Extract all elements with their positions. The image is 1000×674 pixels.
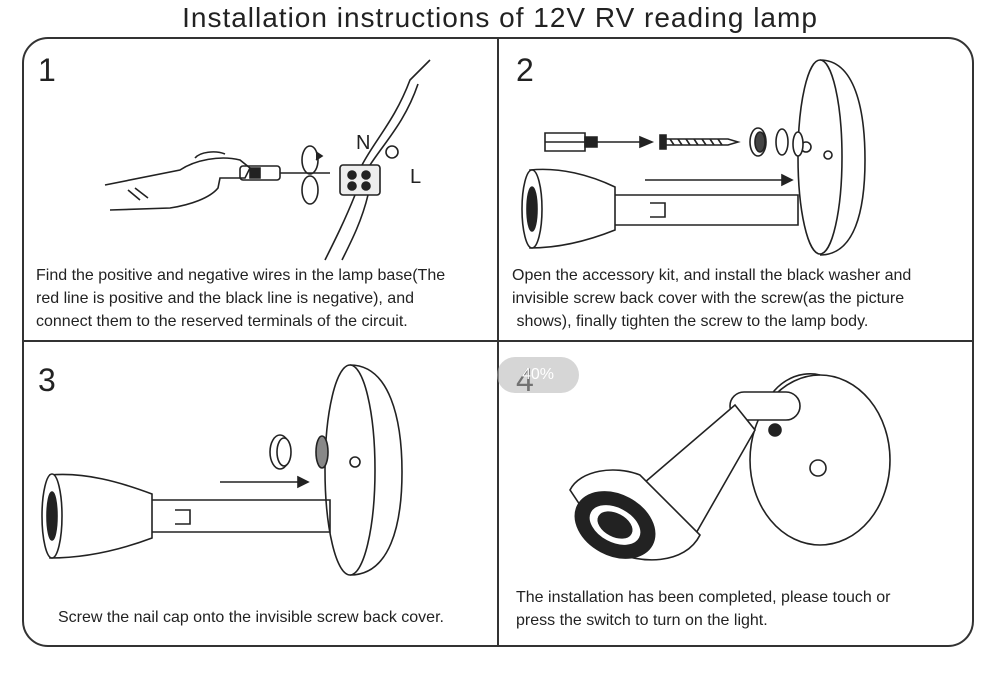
step-4-line: The installation has been completed, ple… (516, 589, 891, 606)
step-2-line: invisible screw back cover with the scre… (512, 290, 905, 307)
step-4-line: press the switch to turn on the light. (516, 612, 768, 629)
progress-badge: 40% (497, 357, 579, 393)
grid-divider-vertical (497, 37, 499, 647)
wire-label-n: N (356, 132, 371, 154)
step-3-description: Screw the nail cap onto the invisible sc… (58, 609, 444, 626)
step-2-description: Open the accessory kit, and install the … (512, 264, 911, 333)
step-4-illustration (560, 360, 900, 580)
step-1-line: connect them to the reserved terminals o… (36, 313, 408, 330)
step-2-line: shows), finally tighten the screw to the… (512, 313, 869, 330)
step-1-line: red line is positive and the black line … (36, 290, 414, 307)
step-4-description: The installation has been completed, ple… (516, 586, 890, 632)
step-2-illustration (520, 55, 870, 260)
wire-label-l: L (410, 166, 422, 188)
step-1-description: Find the positive and negative wires in … (36, 264, 445, 333)
step-2-line: Open the accessory kit, and install the … (512, 267, 912, 284)
step-2-number: 2 (516, 52, 534, 88)
step-3-number: 3 (38, 362, 56, 398)
step-1-number: 1 (38, 52, 56, 88)
step-1-line: Find the positive and negative wires in … (36, 267, 446, 284)
page-title: Installation instructions of 12V RV read… (182, 2, 818, 33)
step-1-illustration (100, 60, 440, 260)
step-3-illustration (40, 360, 440, 580)
